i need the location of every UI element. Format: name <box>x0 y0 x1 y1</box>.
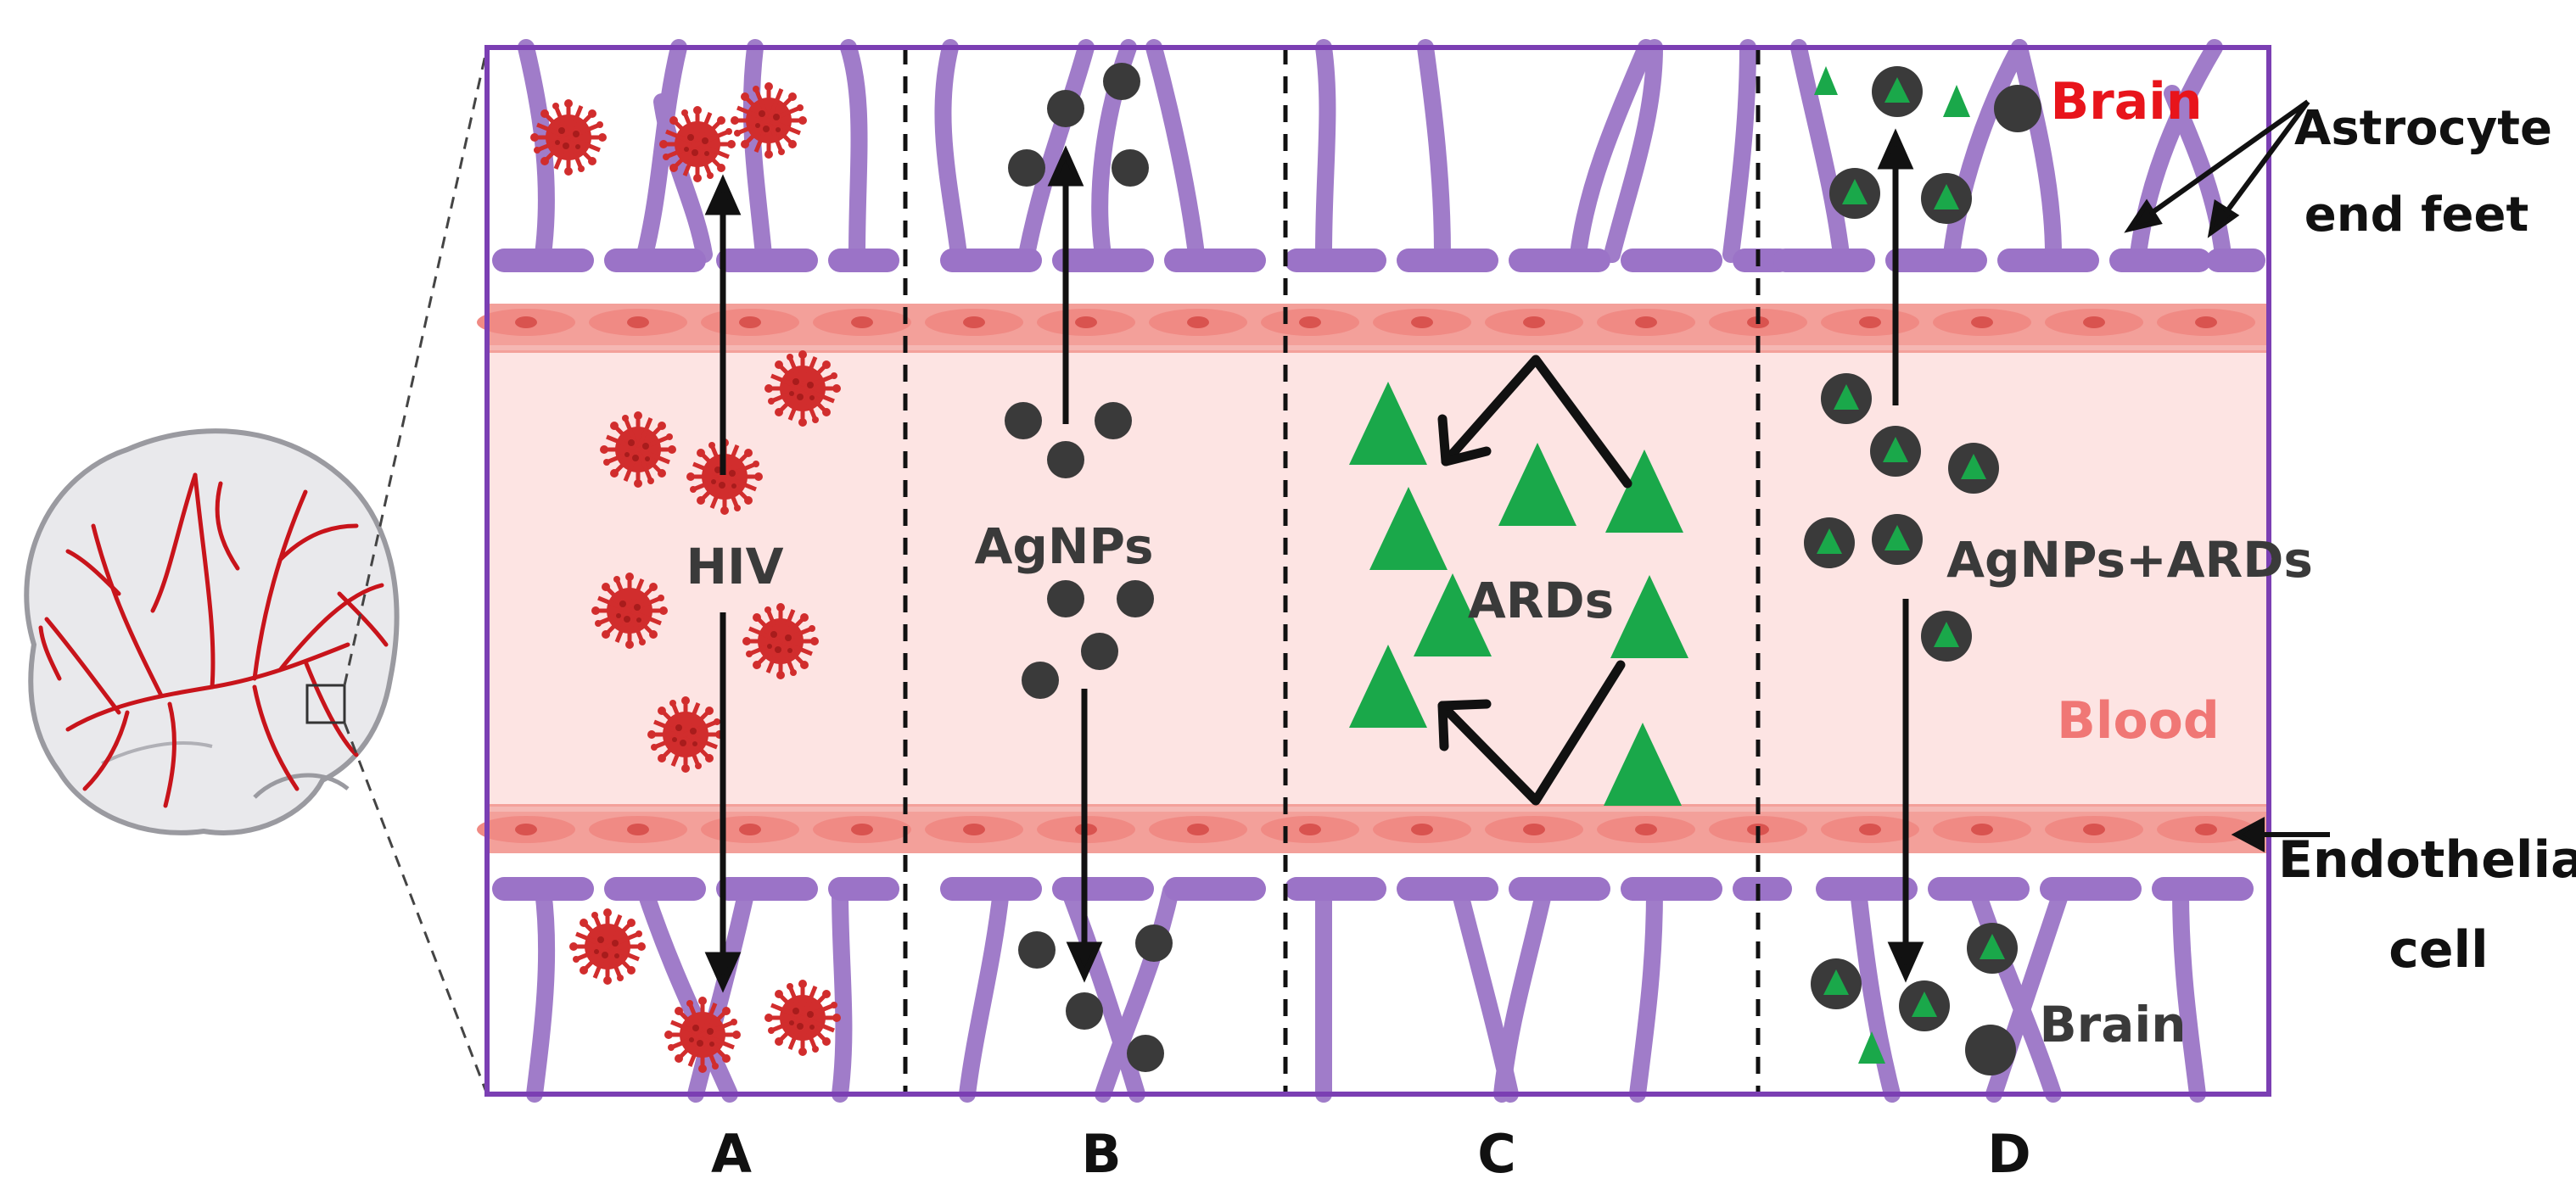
agent-label-b: AgNPs <box>975 517 1154 575</box>
agent-label-a: HIV <box>686 538 783 595</box>
endothelial-nucleus <box>1635 824 1657 835</box>
endothelial-nucleus <box>1971 824 1993 835</box>
endothelial-nucleus <box>851 316 873 328</box>
endothelial-nucleus <box>515 824 537 835</box>
endothelial-nucleus <box>627 316 649 328</box>
endothelial-nucleus <box>1859 316 1881 328</box>
panel-b-arrows <box>1047 145 1103 983</box>
astrocyte-label-line1: Astrocyte <box>2294 101 2552 156</box>
astrocyte-branches-top <box>518 39 2232 263</box>
panel-a-arrows <box>704 174 742 993</box>
panel-d-free-ards <box>1814 66 1970 1064</box>
endothelial-nucleus <box>739 824 761 835</box>
callout-arrows <box>2124 99 2330 852</box>
endothelial-nucleus <box>1411 316 1433 328</box>
endothelial-nucleus <box>515 316 537 328</box>
loaded-ard <box>1842 179 1868 204</box>
astrocyte-endfeet-top <box>492 249 2265 272</box>
agent-label-c: ARDs <box>1468 572 1614 629</box>
loaded-ard <box>1884 525 1910 550</box>
endothelial-nucleus <box>963 824 985 835</box>
brain-illustration <box>24 428 400 835</box>
endothelial-nucleus <box>739 316 761 328</box>
panel-d-loaded-agnps <box>1804 66 2018 1031</box>
endothelial-nucleus <box>1635 316 1657 328</box>
panel-b-agnps <box>1005 63 1173 1072</box>
endothelial-nucleus <box>963 316 985 328</box>
panel-letter-b: B <box>1081 1123 1121 1185</box>
endothelial-nucleus <box>1411 824 1433 835</box>
labels: HIV AgNPs ARDs AgNPs+ARDs Brain Brain Bl… <box>686 72 2576 1185</box>
blood-label: Blood <box>2057 691 2220 751</box>
endothelial-nucleus <box>851 824 873 835</box>
loaded-ard <box>1934 622 1959 647</box>
panel-d-arrows <box>1877 128 1924 983</box>
panel-dividers <box>903 47 1761 1094</box>
panel-letter-c: C <box>1477 1123 1516 1185</box>
endothelial-label-line2: cell <box>2388 920 2488 980</box>
zoom-lines <box>343 47 489 1095</box>
panel-d-agnp-plain <box>1965 85 2041 1075</box>
panel-letter-d: D <box>1987 1123 2030 1185</box>
astrocyte-label-line2: end feet <box>2304 187 2529 243</box>
brain-label-top: Brain <box>2050 72 2202 131</box>
endothelial-nucleus <box>1299 316 1321 328</box>
endothelial-nucleus <box>1523 316 1545 328</box>
brain-label-bottom: Brain <box>2039 996 2186 1053</box>
endothelial-nucleus <box>1859 824 1881 835</box>
endothelial-nucleus <box>2195 824 2217 835</box>
endothelial-nucleus <box>1187 316 1209 328</box>
endothelial-nucleus <box>1523 824 1545 835</box>
endothelial-nucleus <box>2195 316 2217 328</box>
endothelial-nucleus <box>1187 824 1209 835</box>
panel-frame <box>484 45 2271 1097</box>
loaded-ard <box>1912 992 1937 1017</box>
loaded-ard <box>1980 934 2005 959</box>
bbb-panel <box>477 39 2271 1103</box>
astrocyte-branches-bottom <box>526 882 2206 1103</box>
endothelial-nucleus <box>1075 316 1097 328</box>
loaded-ard <box>1961 454 1986 479</box>
panel-letter-a: A <box>711 1123 752 1185</box>
endothelial-nucleus <box>627 824 649 835</box>
endothelial-label-line1: Endothelial <box>2278 830 2576 890</box>
endothelial-nucleus <box>2083 824 2105 835</box>
loaded-ard <box>1883 437 1908 462</box>
endothelial-nucleus <box>1971 316 1993 328</box>
loaded-ard <box>1823 969 1849 995</box>
agent-label-d: AgNPs+ARDs <box>1946 531 2313 589</box>
loaded-ard <box>1934 184 1959 209</box>
loaded-ard <box>1884 77 1910 103</box>
loaded-ard <box>1834 384 1859 410</box>
loaded-ard <box>1817 528 1842 554</box>
endothelial-nucleus <box>1299 824 1321 835</box>
astrocyte-endfeet-bottom <box>492 877 2254 901</box>
endothelial-nucleus <box>2083 316 2105 328</box>
panel-c-arrows <box>1437 355 1632 806</box>
panel-c-ards <box>1349 382 1688 806</box>
